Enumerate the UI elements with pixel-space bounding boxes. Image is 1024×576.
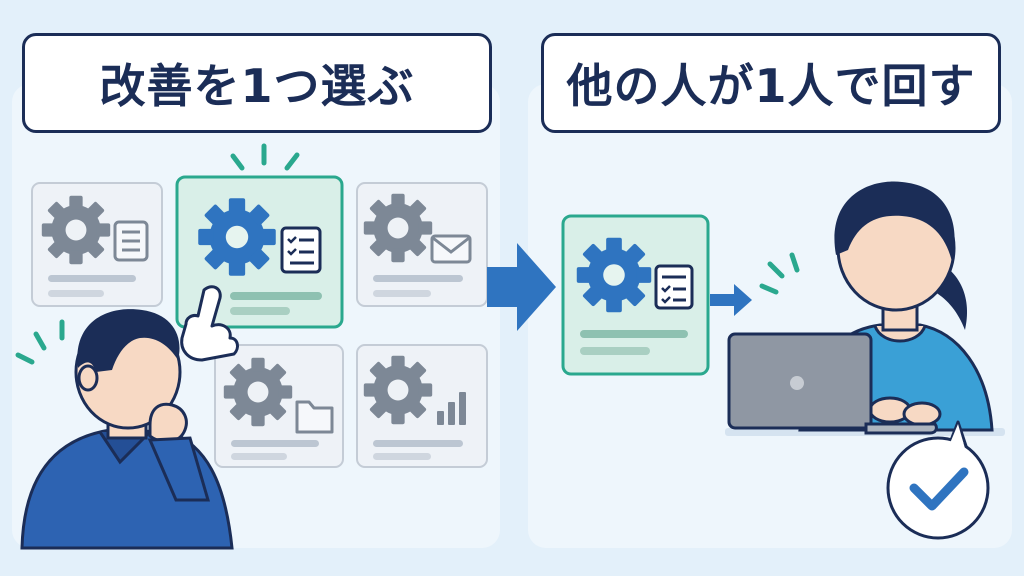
laptop-icon	[727, 332, 938, 435]
card-gear-folder	[214, 344, 344, 468]
bar-chart-icon	[437, 392, 466, 425]
man-thinking	[15, 309, 234, 550]
mail-icon	[430, 234, 472, 264]
checkmark-badge	[886, 420, 990, 540]
handoff-arrow-icon	[710, 284, 752, 316]
sparkle-icon	[230, 143, 300, 171]
sparkle-icon	[759, 252, 800, 295]
left-title: 改善を1つ選ぶ	[22, 33, 492, 133]
card-gear-mail	[356, 182, 488, 307]
card-gear-document	[31, 182, 163, 307]
checkmark-icon	[909, 467, 969, 511]
checklist-document-icon	[280, 226, 322, 274]
folder-icon	[295, 400, 334, 434]
document-icon	[113, 220, 149, 262]
card-gear-chart	[356, 344, 488, 468]
arrow-right-icon	[487, 243, 556, 331]
attention-icon	[15, 319, 65, 365]
checklist-document-icon	[654, 264, 694, 310]
chosen-card	[561, 214, 710, 376]
right-title: 他の人が1人で回す	[541, 33, 1001, 133]
pointing-hand-icon	[180, 285, 239, 362]
